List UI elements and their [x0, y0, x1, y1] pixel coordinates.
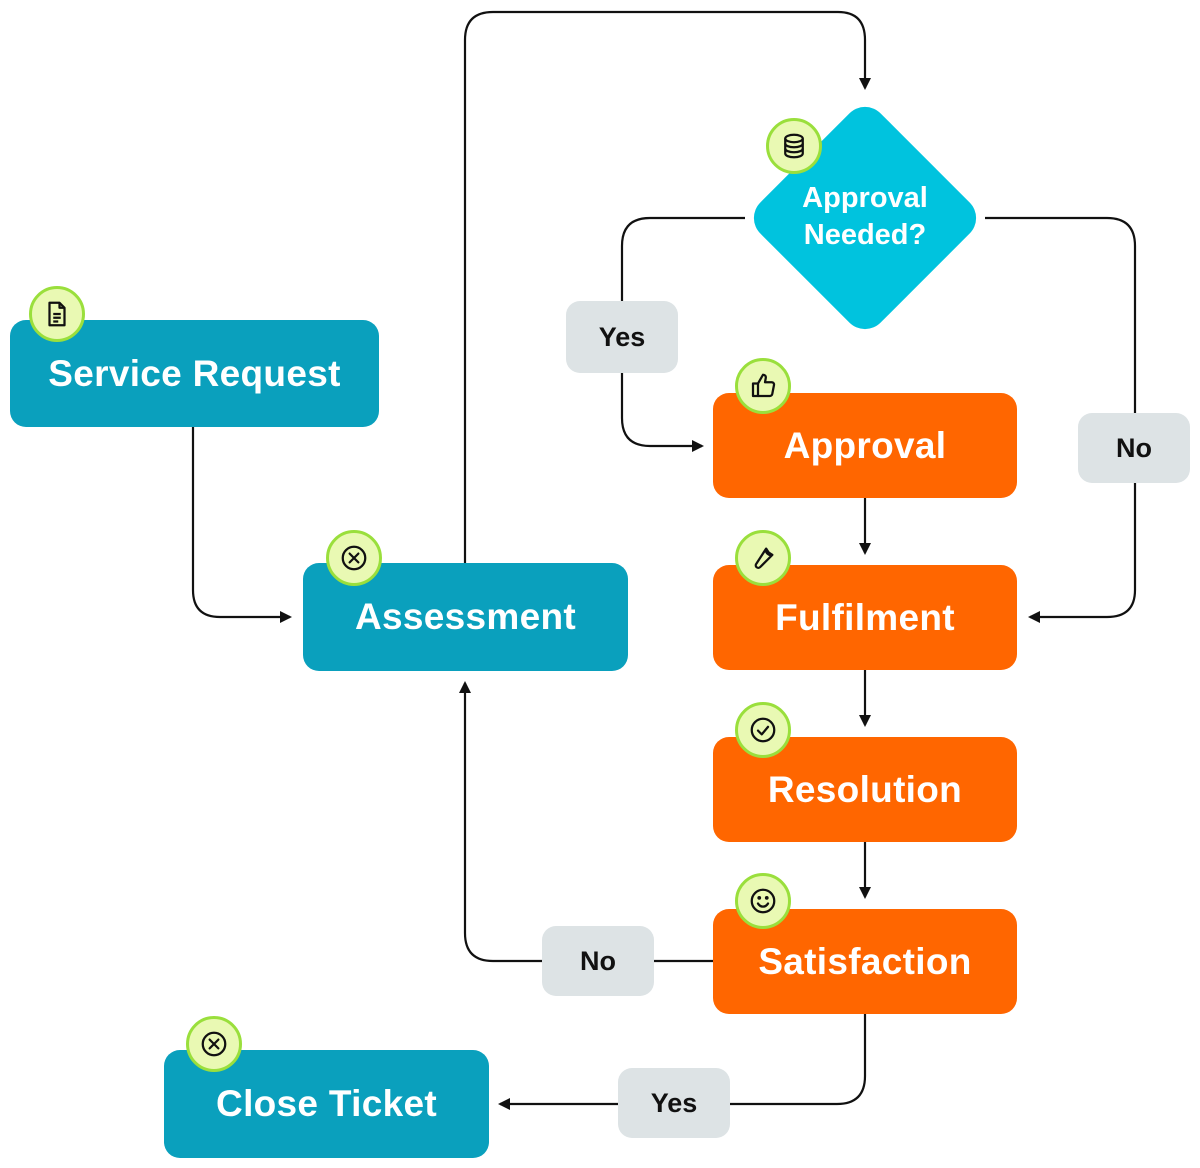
yes-satisfaction-pill: Yes [618, 1068, 730, 1138]
yes-approval-pill: Yes [566, 301, 678, 373]
edge-assessment-to-decision [463, 10, 871, 563]
smiley-icon [735, 873, 791, 929]
assessment-label: Assessment [354, 596, 576, 637]
service-request-label: Service Request [48, 352, 341, 394]
close-circle-icon [186, 1016, 242, 1072]
edge-satisfaction-yes-to-close [498, 1014, 867, 1110]
satisfaction-label: Satisfaction [758, 940, 972, 982]
thumbs-up-icon [735, 358, 791, 414]
fulfilment-label: Fulfilment [775, 596, 955, 638]
document-icon [29, 286, 85, 342]
resolution-label: Resolution [767, 768, 963, 810]
check-circle-icon [735, 702, 791, 758]
close-ticket-label: Close Ticket [216, 1083, 437, 1124]
wrench-icon [735, 530, 791, 586]
close-circle-icon [326, 530, 382, 586]
no-satisfaction-pill: No [542, 926, 654, 996]
service-request-node[interactable]: Service Request [10, 320, 379, 427]
edge-request-to-assessment [191, 427, 292, 623]
approval-needed-label: Approval Needed? [802, 182, 928, 251]
database-icon [766, 118, 822, 174]
edge-satisfaction-no-to-assessment [459, 681, 713, 963]
approval-label: Approval [783, 424, 947, 466]
no-approval-pill: No [1078, 413, 1190, 483]
